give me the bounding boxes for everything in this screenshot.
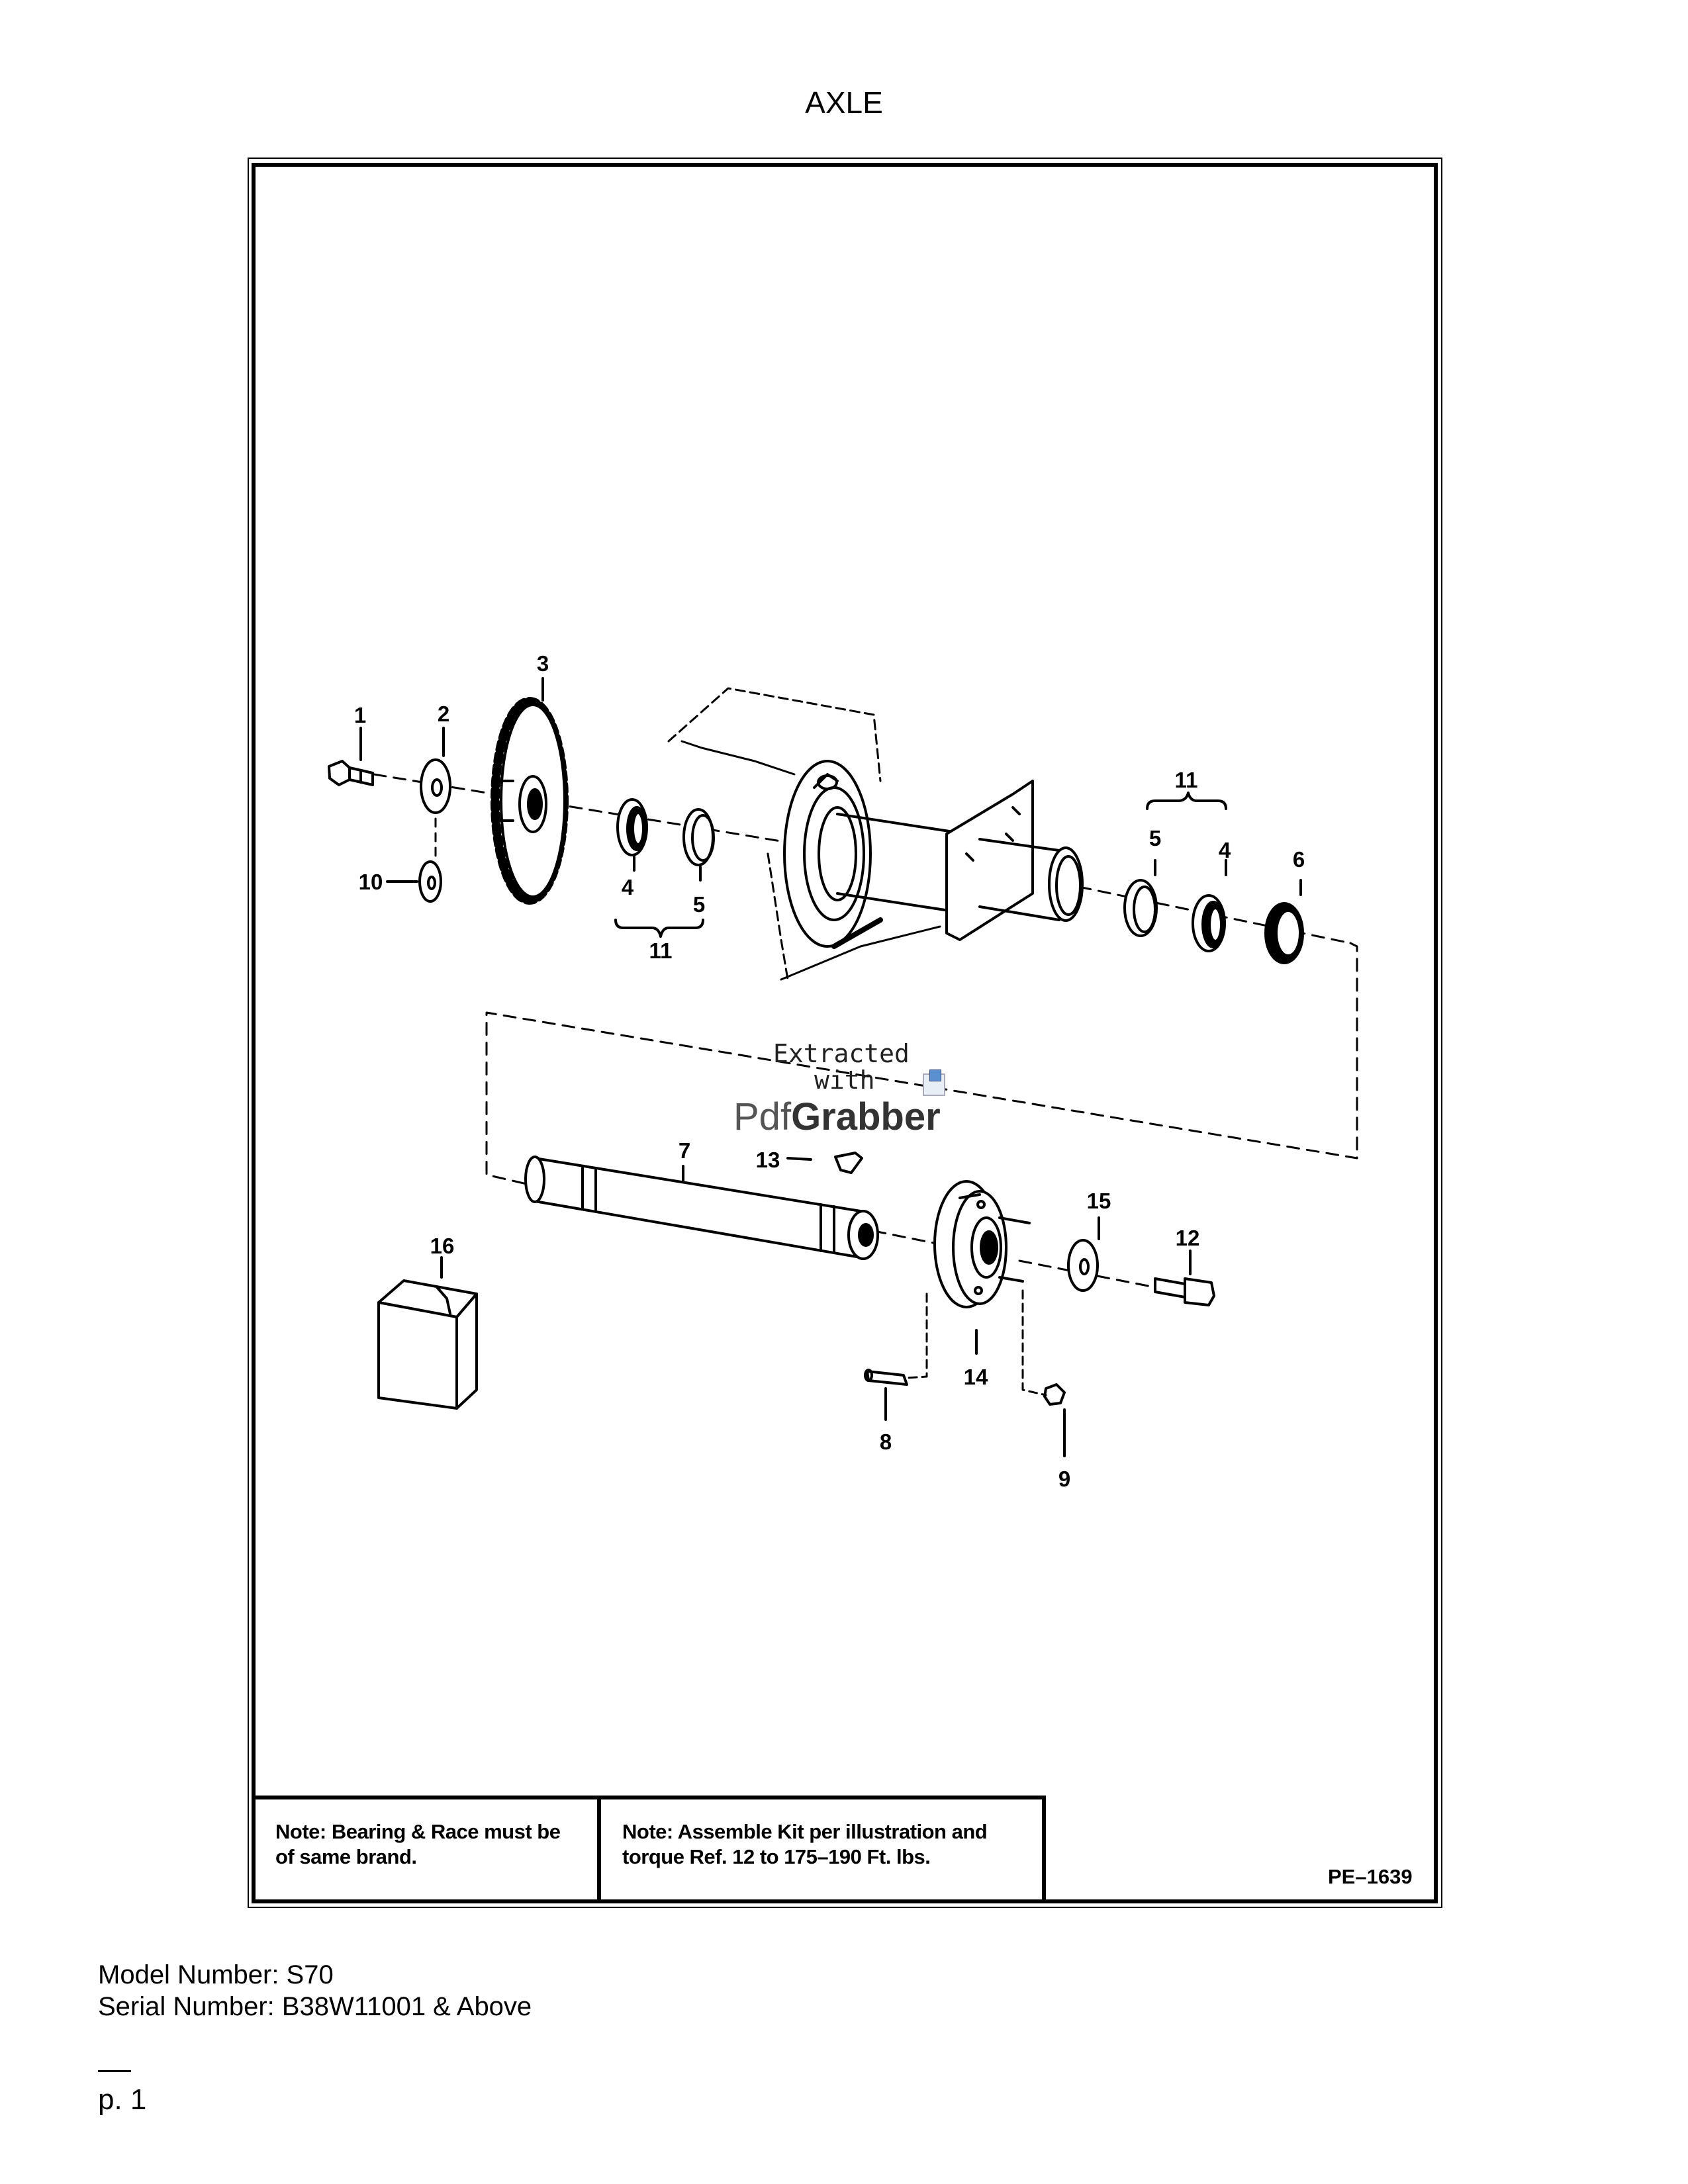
- page-title: AXLE: [805, 85, 883, 120]
- part-5-race-left: [682, 808, 715, 866]
- callout-14: 14: [964, 1365, 988, 1389]
- callout-4-left: 4: [622, 875, 634, 899]
- serial-number: Serial Number: B38W11001 & Above: [98, 1992, 532, 2021]
- page-number: p. 1: [98, 2083, 147, 2116]
- note-1-label: Note:: [275, 1820, 326, 1843]
- watermark-brand-pdf: Pdf: [733, 1095, 792, 1138]
- part-4-bearing-right: [1192, 894, 1226, 952]
- callout-11-left: 11: [649, 938, 673, 963]
- part-7-axle-shaft: [524, 1156, 879, 1260]
- part-13-key: [834, 1152, 863, 1174]
- watermark-line-1: Extracted: [773, 1039, 910, 1068]
- part-15-washer: [1067, 1239, 1099, 1292]
- part-4-bearing-left: [616, 798, 648, 856]
- part-1-bolt: [328, 760, 374, 786]
- diagram-frame-outer: [248, 158, 1442, 1908]
- note-bearing-race: Note: Bearing & Race must be of same bra…: [253, 1796, 601, 1901]
- callout-10: 10: [359, 870, 383, 894]
- callout-12: 12: [1176, 1226, 1200, 1250]
- callout-4-right: 4: [1219, 838, 1231, 862]
- callout-13: 13: [756, 1148, 780, 1172]
- note-1-text-line-1: Bearing & Race must be: [326, 1820, 561, 1843]
- callout-3: 3: [537, 651, 549, 676]
- callout-5-left: 5: [693, 892, 705, 917]
- part-9-nut: [1043, 1383, 1066, 1406]
- watermark-line-2: with: [814, 1066, 875, 1095]
- callout-5-right: 5: [1149, 826, 1161, 850]
- part-12-bolt: [1154, 1277, 1215, 1306]
- note-2-text-line-1: Assemble Kit per illustration and: [673, 1820, 988, 1843]
- part-14-hub: [933, 1180, 1031, 1308]
- note-1-text-line-2: of same brand.: [275, 1845, 417, 1868]
- callout-11-right: 11: [1175, 768, 1198, 792]
- note-2-label: Note:: [622, 1820, 673, 1843]
- chaincase-housing: [667, 687, 1084, 981]
- watermark-icon: [923, 1069, 945, 1096]
- note-assemble-kit: Note: Assemble Kit per illustration and …: [600, 1796, 1046, 1901]
- callout-8: 8: [880, 1430, 892, 1454]
- callout-15: 15: [1087, 1189, 1111, 1213]
- callout-7: 7: [679, 1138, 690, 1163]
- connector-loop: [485, 942, 1358, 1186]
- diagram-frame: [252, 163, 1438, 1903]
- part-16-kit-box: [377, 1279, 478, 1410]
- page-number-rule: [98, 2070, 131, 2072]
- part-5-race-right: [1123, 879, 1158, 937]
- part-2-washer: [420, 758, 451, 814]
- lower-centerline: [872, 1230, 941, 1246]
- lower-centerline-right: [1018, 1259, 1166, 1291]
- callout-6: 6: [1293, 847, 1305, 872]
- callout-2: 2: [438, 702, 449, 726]
- callout-9: 9: [1058, 1467, 1070, 1491]
- watermark-brand-grabber: Grabber: [791, 1095, 941, 1138]
- part-6-seal: [1264, 902, 1304, 964]
- part-3-sprocket: [491, 697, 569, 905]
- model-number: Model Number: S70: [98, 1960, 334, 1989]
- note-2-text-line-2: torque Ref. 12 to 175–190 Ft. lbs.: [622, 1845, 931, 1868]
- callout-16: 16: [430, 1234, 455, 1258]
- callout-1: 1: [354, 703, 366, 727]
- part-8-stud: [864, 1369, 908, 1386]
- part-10-washer: [418, 860, 442, 903]
- figure-reference-code: PE–1639: [1328, 1865, 1413, 1888]
- watermark-brand: PdfGrabber: [733, 1095, 941, 1139]
